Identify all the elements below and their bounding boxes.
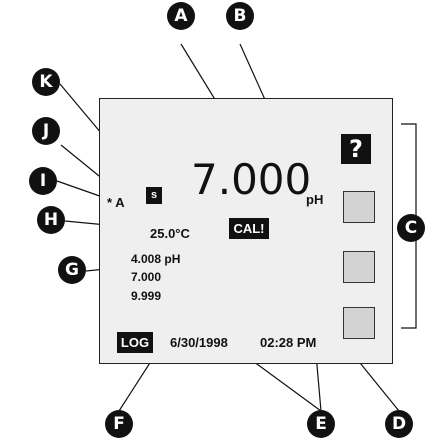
date-display: 6/30/1998	[170, 335, 228, 350]
leader-line-e1	[245, 355, 322, 412]
callout-h: H	[37, 206, 65, 234]
buffer-value-2: 7.000	[131, 270, 162, 284]
meter-display: 7.000 pH * A s 25.0°C CAL! 4.008 pH 7.00…	[99, 98, 393, 364]
mode-marker: * A	[107, 195, 125, 210]
temperature-reading: 25.0°C	[150, 226, 190, 241]
callout-g: G	[58, 256, 86, 284]
time-display: 02:28 PM	[260, 335, 317, 350]
buffer-value-3: 9.999	[131, 289, 162, 303]
callout-a: A	[167, 2, 195, 30]
callout-e: E	[307, 410, 335, 438]
callout-i: I	[29, 167, 57, 195]
softkey-3[interactable]	[343, 307, 375, 339]
main-unit: pH	[306, 192, 324, 207]
log-button[interactable]: LOG	[117, 332, 153, 353]
callout-c: C	[397, 214, 425, 242]
buffer-value-1: 4.008 pH	[131, 252, 181, 266]
softkey-1[interactable]	[343, 191, 375, 223]
callout-b: B	[226, 2, 254, 30]
main-reading: 7.000	[191, 155, 312, 204]
callout-k: K	[32, 68, 60, 96]
callout-d: D	[385, 410, 413, 438]
help-button[interactable]: ?	[341, 134, 371, 164]
callout-j: J	[32, 117, 60, 145]
stability-indicator: s	[146, 187, 162, 204]
cal-button[interactable]: CAL!	[229, 218, 269, 239]
softkey-2[interactable]	[343, 251, 375, 283]
callout-f: F	[105, 410, 133, 438]
